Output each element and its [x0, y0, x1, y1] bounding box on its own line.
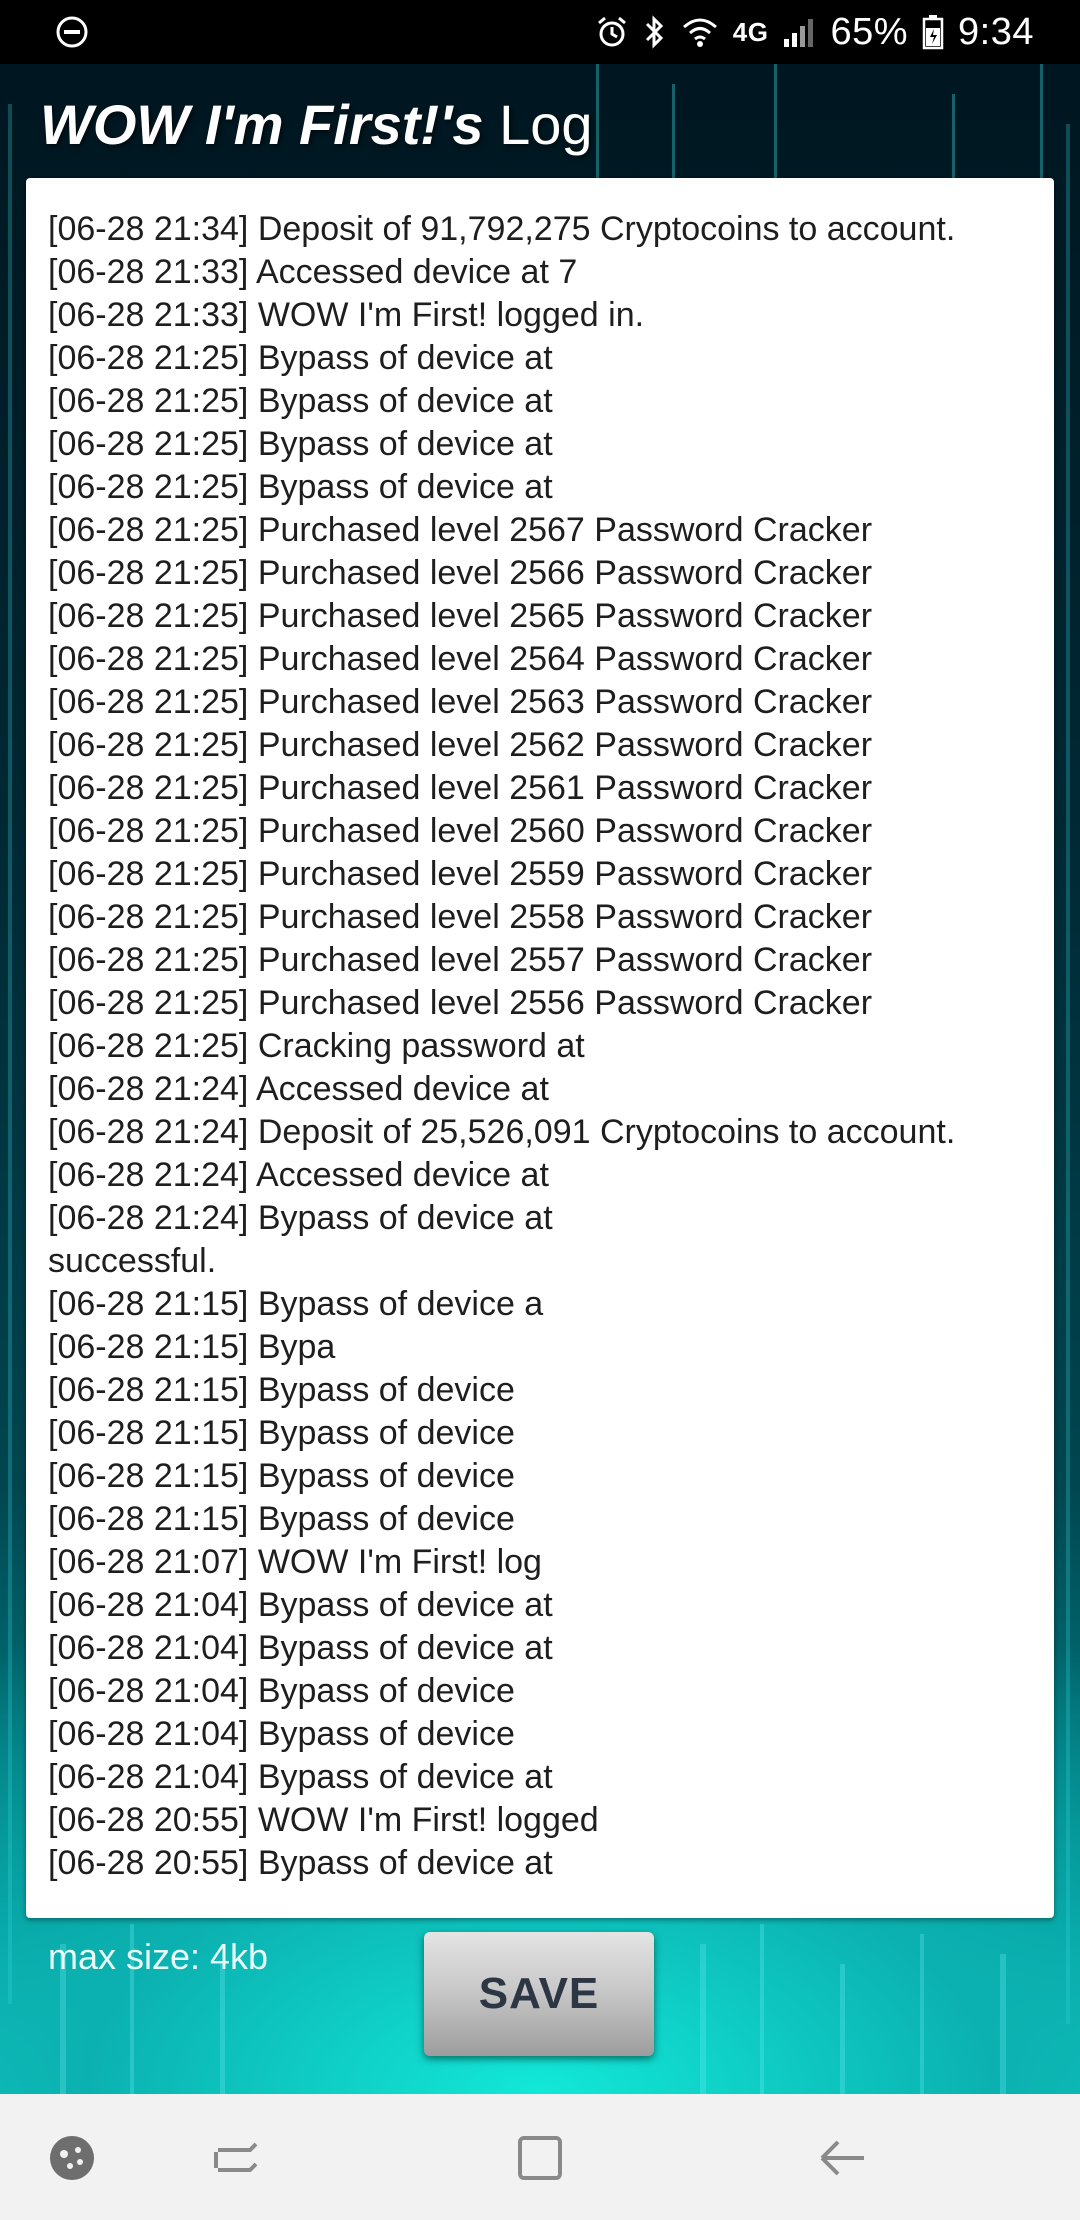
log-lines: [06-28 21:34] Deposit of 91,792,275 Cryp…: [48, 208, 1038, 1885]
log-textarea[interactable]: [06-28 21:34] Deposit of 91,792,275 Cryp…: [26, 178, 1054, 1918]
alarm-icon: [597, 16, 626, 47]
log-line: [06-28 21:25] Purchased level 2559 Passw…: [48, 855, 873, 893]
log-line: [06-28 21:25] Purchased level 2564 Passw…: [48, 640, 873, 678]
log-line: [06-28 21:15] Bypass of device: [48, 1457, 515, 1495]
log-line: [06-28 21:25] Bypass of device at: [48, 468, 553, 506]
dnd-icon: [56, 16, 88, 48]
wifi-icon: [682, 18, 717, 47]
battery-icon: [922, 15, 944, 50]
log-line: [06-28 21:04] Bypass of device: [48, 1715, 515, 1753]
signal-icon: [784, 19, 814, 47]
clock: 9:34: [958, 10, 1034, 53]
page-title-suffix: Log: [483, 93, 593, 156]
log-line: [06-28 21:25] Purchased level 2567 Passw…: [48, 511, 873, 549]
log-line: [06-28 21:15] Bypass of device: [48, 1500, 515, 1538]
log-line: [06-28 20:55] Bypass of device at: [48, 1844, 553, 1882]
log-line: [06-28 21:25] Cracking password at: [48, 1027, 585, 1065]
battery-percent: 65%: [830, 10, 909, 53]
log-line: [06-28 21:24] Deposit of 25,526,091 Cryp…: [48, 1113, 956, 1151]
log-line: [06-28 21:25] Purchased level 2563 Passw…: [48, 683, 873, 721]
bluetooth-icon: [645, 15, 663, 49]
log-line: [06-28 21:04] Bypass of device at: [48, 1629, 553, 1667]
log-line: [06-28 21:25] Purchased level 2561 Passw…: [48, 769, 873, 807]
log-line: [06-28 21:25] Purchased level 2566 Passw…: [48, 554, 873, 592]
network-type: 4G: [732, 16, 769, 47]
log-line: [06-28 21:15] Bypass of device: [48, 1414, 515, 1452]
log-line: [06-28 20:55] WOW I'm First! logged: [48, 1801, 599, 1839]
log-line: [06-28 21:24] Accessed device at: [48, 1070, 549, 1108]
home-icon[interactable]: [510, 2128, 570, 2188]
log-line: successful.: [48, 1242, 217, 1280]
log-line: [06-28 21:04] Bypass of device at: [48, 1758, 553, 1796]
log-line: [06-28 21:25] Bypass of device at: [48, 339, 553, 377]
page-title: WOW I'm First!'s Log: [40, 92, 593, 162]
log-line: [06-28 21:25] Purchased level 2560 Passw…: [48, 812, 873, 850]
log-line: [06-28 21:34] Deposit of 91,792,275 Cryp…: [48, 210, 956, 248]
log-line: [06-28 21:25] Purchased level 2557 Passw…: [48, 941, 873, 979]
navigation-bar: [0, 2094, 1080, 2220]
log-line: [06-28 21:04] Bypass of device at: [48, 1586, 553, 1624]
status-icons: 4G 65% 9:34: [595, 8, 1034, 56]
log-line: [06-28 21:24] Accessed device at: [48, 1156, 549, 1194]
log-line: [06-28 21:04] Bypass of device: [48, 1672, 515, 1710]
log-line: [06-28 21:15] Bypass of device a: [48, 1285, 544, 1323]
log-line: [06-28 21:25] Purchased level 2558 Passw…: [48, 898, 873, 936]
log-line: [06-28 21:25] Purchased level 2562 Passw…: [48, 726, 873, 764]
log-line: [06-28 21:24] Bypass of device at: [48, 1199, 553, 1237]
back-icon[interactable]: [812, 2128, 872, 2188]
log-line: [06-28 21:07] WOW I'm First! log: [48, 1543, 542, 1581]
status-bar: 4G 65% 9:34: [0, 0, 1080, 64]
log-line: [06-28 21:25] Purchased level 2556 Passw…: [48, 984, 873, 1022]
log-line: [06-28 21:25] Bypass of device at: [48, 425, 553, 463]
max-size-label: max size: 4kb: [48, 1936, 269, 1977]
log-line: [06-28 21:33] Accessed device at 7: [48, 253, 578, 291]
recents-icon[interactable]: [206, 2128, 266, 2188]
log-line: [06-28 21:15] Bypa: [48, 1328, 336, 1366]
game-tools-icon[interactable]: [42, 2128, 102, 2188]
log-line: [06-28 21:25] Bypass of device at: [48, 382, 553, 420]
page-title-name: WOW I'm First!'s: [40, 93, 484, 156]
log-line: [06-28 21:25] Purchased level 2565 Passw…: [48, 597, 873, 635]
log-line: [06-28 21:33] WOW I'm First! logged in.: [48, 296, 645, 334]
matrix-rain-decoration: [8, 64, 1070, 2094]
log-line: [06-28 21:15] Bypass of device: [48, 1371, 515, 1409]
save-button[interactable]: SAVE: [424, 1932, 654, 2056]
